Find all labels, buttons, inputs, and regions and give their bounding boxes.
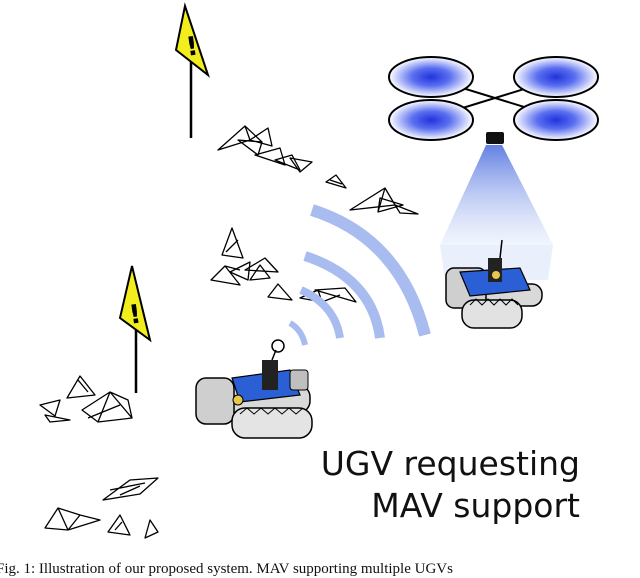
figure-label-line-1: UGV requesting [320,444,580,483]
rotor-top-left [388,56,474,98]
drone-camera [486,132,504,144]
rotor-bottom-right [513,99,599,141]
warning-sign-top: ! [174,2,210,138]
tracked-robot-icon-right [445,239,543,329]
wireless-signal-icon [288,204,431,346]
figure-label-line-2: MAV support [371,486,580,525]
tracked-robot-icon-left [195,339,313,439]
warning-sign-left: ! [118,265,152,393]
rubble-icon [39,125,419,539]
figure-caption: Fig. 1: Illustration of our proposed sys… [0,561,453,577]
rotor-bottom-left [388,99,474,141]
warning-sign-icon [118,265,152,343]
warning-sign-icon [174,2,210,78]
warning-mark: ! [127,299,143,330]
quadcopter-icon [388,56,599,144]
drone-spotlight-beam [440,145,553,245]
rotor-top-right [513,56,599,98]
warning-mark: ! [184,31,200,62]
